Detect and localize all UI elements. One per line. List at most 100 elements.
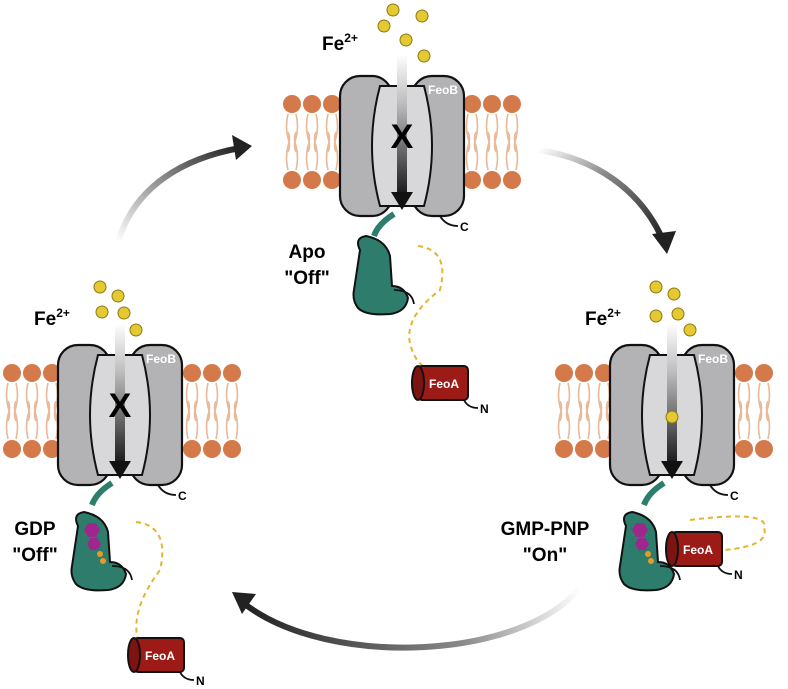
n-terminus-label: N	[734, 568, 743, 582]
phosphate	[100, 558, 106, 564]
iron-label: Fe2+	[585, 306, 621, 330]
lipid-tail	[325, 113, 331, 153]
lipid-tails	[305, 113, 319, 171]
lipid-tail	[745, 400, 751, 440]
lipid-tail	[565, 400, 571, 440]
lipid-head	[43, 364, 61, 382]
lipid-head	[3, 364, 21, 382]
lipid-tails	[597, 382, 611, 440]
feoA-label: FeoA	[429, 377, 459, 391]
state-name: Apo	[289, 242, 326, 263]
transport-blocked-mark: X	[109, 387, 132, 425]
iron-pathway	[397, 54, 407, 194]
transport-blocked-mark: X	[391, 118, 414, 156]
lipid-tail	[205, 382, 211, 422]
phosphate	[648, 558, 654, 564]
lipid-head	[3, 440, 21, 458]
lipid-tail	[505, 113, 511, 153]
state-status: "Off"	[284, 268, 329, 289]
feoA-linker	[135, 521, 164, 651]
feob-g-domain	[352, 211, 415, 316]
cycle-arrows	[115, 135, 676, 651]
iron-ion-in-pore	[665, 410, 679, 424]
iron-ion	[417, 49, 431, 63]
lipid-tail	[233, 400, 239, 440]
iron-ion	[667, 287, 681, 301]
iron-charge: 2+	[607, 306, 621, 320]
lipid-tail	[5, 382, 11, 422]
g-domain-linker	[641, 480, 666, 507]
iron-ion	[95, 305, 109, 319]
state-status: "On"	[523, 545, 567, 566]
state-status: "Off"	[12, 545, 57, 566]
arrow-gdp-to-apo	[115, 145, 241, 243]
lipid-tail	[225, 400, 231, 440]
g-domain-fold	[393, 289, 415, 305]
g-domain-fold	[659, 565, 681, 581]
lipid-head	[555, 440, 573, 458]
lipid-head	[203, 440, 221, 458]
feob-label: FeoB	[146, 352, 176, 366]
feoA-linker	[408, 245, 444, 370]
lipid-tails	[25, 382, 39, 440]
iron-charge: 2+	[56, 306, 70, 320]
lipid-tail	[25, 382, 31, 422]
lipid-tail	[5, 400, 11, 440]
iron-ions-extracellular: Fe2+	[585, 280, 697, 337]
lipid-head	[223, 440, 241, 458]
lipid-tail	[33, 382, 39, 422]
lipid-head	[595, 440, 613, 458]
iron-ion	[683, 323, 697, 337]
arrow-gmppnp-to-gdp-head	[232, 592, 256, 614]
lipid-head	[735, 364, 753, 382]
n-terminal-tail	[179, 671, 195, 681]
iron-ion	[117, 306, 131, 320]
iron-ion	[377, 19, 391, 33]
feob-g-domain	[618, 480, 681, 592]
lipid-tail	[585, 382, 591, 422]
lipid-tail	[185, 400, 191, 440]
feoA-end	[127, 637, 141, 673]
lipid-tail	[737, 382, 743, 422]
lipid-tail	[205, 400, 211, 440]
lipid-tail	[193, 400, 199, 440]
lipid-tail	[13, 382, 19, 422]
lipid-tails	[285, 113, 299, 171]
lipid-tail	[285, 113, 291, 153]
lipid-tail	[333, 131, 339, 171]
iron-pathway-arrowhead	[391, 192, 413, 210]
nucleotide-ribose	[635, 537, 649, 551]
arrow-gmppnp-to-gdp	[244, 586, 583, 651]
n-terminus-label: N	[480, 402, 489, 416]
iron-ion	[649, 280, 663, 294]
lipid-tail	[765, 400, 771, 440]
feob-transmembrane-domain: FeoB X	[56, 323, 184, 487]
g-domain-body	[70, 510, 128, 592]
c-terminus-label: C	[178, 489, 187, 503]
lipid-head	[595, 364, 613, 382]
iron-ion	[93, 280, 107, 294]
lipid-head	[323, 95, 341, 113]
lipid-tail	[185, 382, 191, 422]
lipid-tail	[765, 382, 771, 422]
lipid-tail	[513, 131, 519, 171]
nucleotide-base	[632, 523, 648, 537]
c-terminus-label: C	[730, 489, 739, 503]
c-terminal-tail	[157, 484, 177, 496]
lipid-tails	[225, 382, 239, 440]
lipid-tail	[325, 131, 331, 171]
lipid-head	[483, 171, 501, 189]
lipid-tails	[465, 113, 479, 171]
nucleotide-gdp	[84, 523, 106, 564]
lipid-tails	[5, 382, 19, 440]
lipid-head	[463, 171, 481, 189]
lipid-tail	[597, 400, 603, 440]
n-terminal-tail	[463, 399, 479, 409]
lipid-head	[23, 364, 41, 382]
lipid-tail	[493, 131, 499, 171]
lipid-tails	[45, 382, 59, 440]
